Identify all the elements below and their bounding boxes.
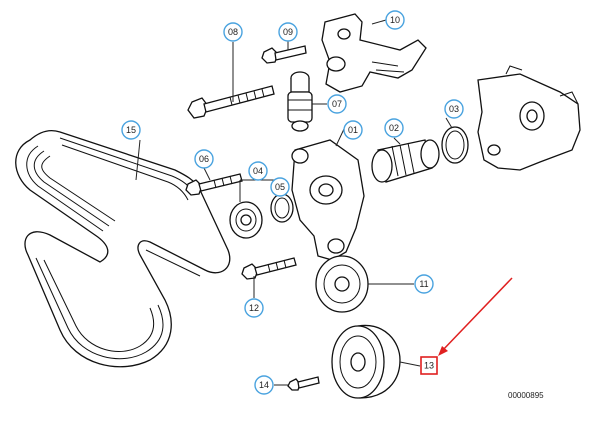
callout-07[interactable]: 07 (327, 94, 347, 114)
callout-06[interactable]: 06 (194, 149, 214, 169)
callout-09[interactable]: 09 (278, 22, 298, 42)
callout-11[interactable]: 11 (414, 274, 434, 294)
idler-pulley-lower (331, 324, 401, 399)
callout-15-label: 15 (126, 125, 136, 135)
sleeve (371, 139, 440, 183)
drawing-code: 00000895 (508, 391, 544, 400)
callout-06-label: 06 (199, 154, 209, 164)
small-bolt-top (261, 45, 307, 64)
bolt-middle (185, 173, 243, 196)
callout-12[interactable]: 12 (244, 298, 264, 318)
callout-05-label: 05 (275, 182, 285, 192)
callout-08[interactable]: 08 (223, 22, 243, 42)
idler-pulley-upper (315, 255, 369, 313)
engine-housing (477, 65, 581, 171)
callout-09-label: 09 (283, 27, 293, 37)
callout-15[interactable]: 15 (121, 120, 141, 140)
callout-13-label: 13 (424, 361, 434, 371)
bolt-lower (241, 257, 297, 280)
callout-10-label: 10 (390, 15, 400, 25)
callout-14-label: 14 (259, 380, 269, 390)
callout-01[interactable]: 01 (343, 120, 363, 140)
callout-04[interactable]: 04 (248, 161, 268, 181)
tensioner-bracket (321, 13, 427, 93)
washer-ring (270, 193, 294, 223)
callout-10[interactable]: 10 (385, 10, 405, 30)
callout-14[interactable]: 14 (254, 375, 274, 395)
tensioner-arm (291, 139, 365, 261)
callout-07-label: 07 (332, 99, 342, 109)
callout-12-label: 12 (249, 303, 259, 313)
bushing (229, 201, 263, 239)
callout-04-label: 04 (253, 166, 263, 176)
bolt-bottom (287, 376, 320, 391)
damper (287, 71, 313, 132)
callout-03[interactable]: 03 (444, 99, 464, 119)
callout-02[interactable]: 02 (384, 118, 404, 138)
highlight-arrow (438, 277, 513, 356)
callout-08-label: 08 (228, 27, 238, 37)
callout-01-label: 01 (348, 125, 358, 135)
callout-13[interactable]: 13 (420, 356, 438, 375)
drive-belt (15, 129, 231, 368)
o-ring (441, 126, 469, 164)
callout-03-label: 03 (449, 104, 459, 114)
long-bolt (187, 85, 275, 119)
callout-05[interactable]: 05 (270, 177, 290, 197)
callout-02-label: 02 (389, 123, 399, 133)
callout-11-label: 11 (419, 279, 428, 289)
